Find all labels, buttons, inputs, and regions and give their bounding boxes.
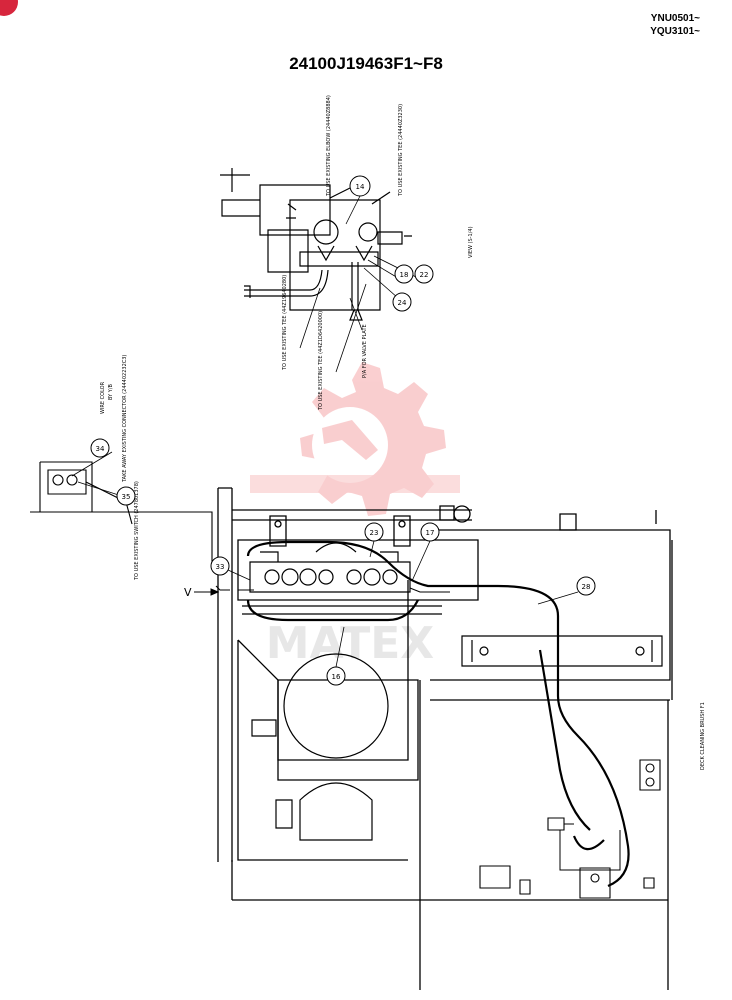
switch-notes: WIRE COLOR BY Y/B TAKE AWAY EXISTING CON…: [100, 355, 706, 770]
callout-35-label: 35: [122, 493, 131, 501]
callout-28: 28: [576, 576, 596, 596]
chassis-frame: [217, 487, 673, 990]
note-switch: TO USE EXISTING SWITCH (247801378): [134, 481, 140, 581]
fuel-tank: [251, 653, 389, 841]
callout-22-label: 22: [420, 271, 429, 279]
callout-34: 34: [90, 438, 110, 458]
serial-bottom: YQU3101~: [650, 26, 700, 37]
note-wire-code: BY Y/B: [108, 383, 114, 400]
serial-range: YNU0501~ YQU3101~: [650, 12, 700, 38]
note-view: VIEW (S-1/4): [468, 226, 474, 258]
callout-17-label: 17: [426, 529, 435, 537]
callout-16-label: 16: [332, 673, 341, 681]
callout-22: 22: [414, 264, 434, 284]
callout-28-label: 28: [582, 583, 591, 591]
hose-thin-lines: [215, 585, 621, 871]
hydraulic-hoses: [246, 540, 630, 888]
callout-24: 24: [392, 292, 412, 312]
serial-top: YNU0501~: [650, 13, 700, 24]
note-existing-tee: TO USE EXISTING TEE (24440Z3230): [398, 104, 404, 197]
lower-components: [479, 759, 661, 899]
valve-assembly-detail: [220, 168, 412, 321]
note-valve-plate: P/A FOR VALVE PLATE: [362, 324, 368, 378]
callout-33-label: 33: [216, 563, 225, 571]
callout-18: 18: [394, 264, 414, 284]
callout-34-label: 34: [96, 445, 105, 453]
callout-16: 16: [326, 666, 346, 686]
callout-24-label: 24: [398, 299, 407, 307]
drawing-number: 24100J19463F1~F8: [289, 54, 443, 73]
callout-14-label: 14: [356, 183, 365, 191]
note-wire-color: WIRE COLOR: [100, 381, 106, 414]
watermark-text: MATEX: [266, 618, 434, 669]
lower-leaders: [227, 540, 579, 668]
note-existing-elbow: TO USE EXISTING ELBOW (24440Z8884): [326, 95, 332, 197]
watermark-gear: [250, 362, 460, 516]
switch-detail: [30, 461, 228, 567]
view-arrow: [194, 588, 220, 596]
callout-23-label: 23: [370, 529, 379, 537]
callout-17: 17: [420, 522, 440, 542]
callout-33: 33: [210, 556, 230, 576]
valve-bank: [249, 542, 411, 593]
bracket-plate: [461, 635, 663, 667]
note-connector: TAKE AWAY EXISTING CONNECTOR (244402232C…: [122, 355, 128, 483]
upper-notes: TO USE EXISTING ELBOW (24440Z8884) TO US…: [282, 95, 474, 411]
callout-14: 14: [349, 175, 371, 197]
callout-18-label: 18: [400, 271, 409, 279]
upper-leaders: [299, 195, 419, 373]
note-cleaning: DECK CLEANING BRUSH F1: [700, 702, 706, 770]
callout-35: 35: [116, 486, 136, 506]
callout-23: 23: [364, 522, 384, 542]
note-existing-tee-lower: TO USE EXISTING TEE (44Z19640280): [282, 275, 288, 371]
corner-badge: [0, 0, 18, 16]
note-existing-tee-mid: TO USE EXISTING TEE (44Z1D6420000): [318, 311, 324, 411]
view-label: V: [184, 586, 192, 599]
